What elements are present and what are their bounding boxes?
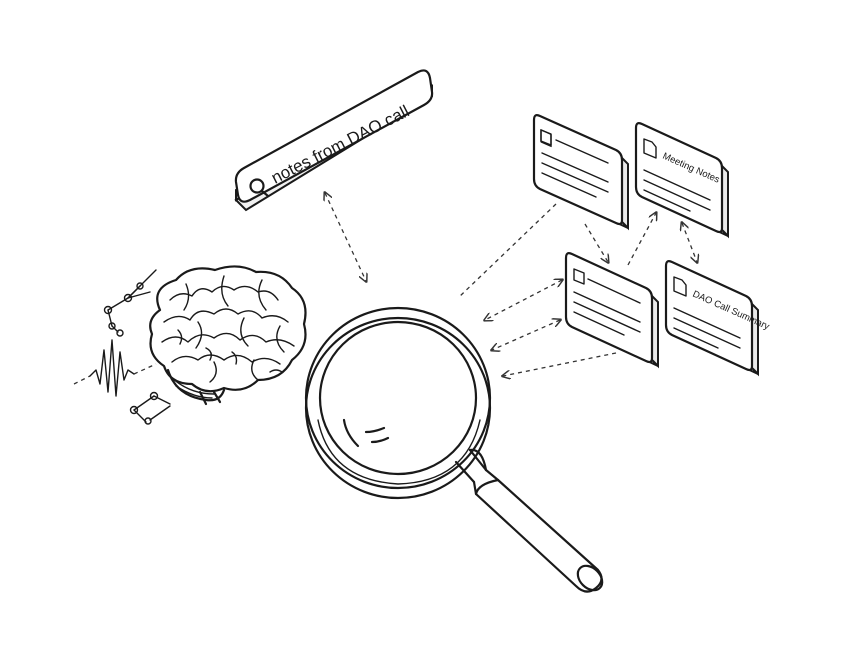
document-card-1[interactable] bbox=[532, 114, 629, 231]
document-card-dao-summary[interactable]: DAO Call Summary bbox=[664, 260, 771, 377]
connector-card2-card4 bbox=[682, 223, 697, 262]
search-icon bbox=[249, 178, 270, 198]
document-icon bbox=[573, 268, 585, 285]
document-icon bbox=[673, 276, 687, 297]
connector-card4-lens bbox=[503, 352, 617, 376]
document-card-3[interactable] bbox=[564, 252, 659, 369]
document-icon bbox=[540, 129, 552, 146]
connector-card1-card3 bbox=[584, 223, 608, 262]
waveform-icon bbox=[73, 339, 157, 397]
search-bar[interactable]: notes from DAO call bbox=[234, 69, 434, 212]
connector-card3-lens-a bbox=[485, 280, 562, 320]
network-nodes-icon bbox=[103, 269, 171, 425]
connector-search-lens bbox=[325, 193, 366, 281]
magnifying-glass-icon[interactable] bbox=[304, 306, 607, 595]
document-icon bbox=[643, 138, 657, 159]
connector-card1-lens bbox=[457, 203, 557, 299]
connectors bbox=[325, 193, 697, 376]
connector-card3-card2 bbox=[627, 213, 656, 266]
connector-card3-lens-b bbox=[492, 320, 560, 350]
brain-icon bbox=[149, 265, 307, 406]
document-card-meeting-notes[interactable]: Meeting Notes bbox=[634, 122, 729, 239]
